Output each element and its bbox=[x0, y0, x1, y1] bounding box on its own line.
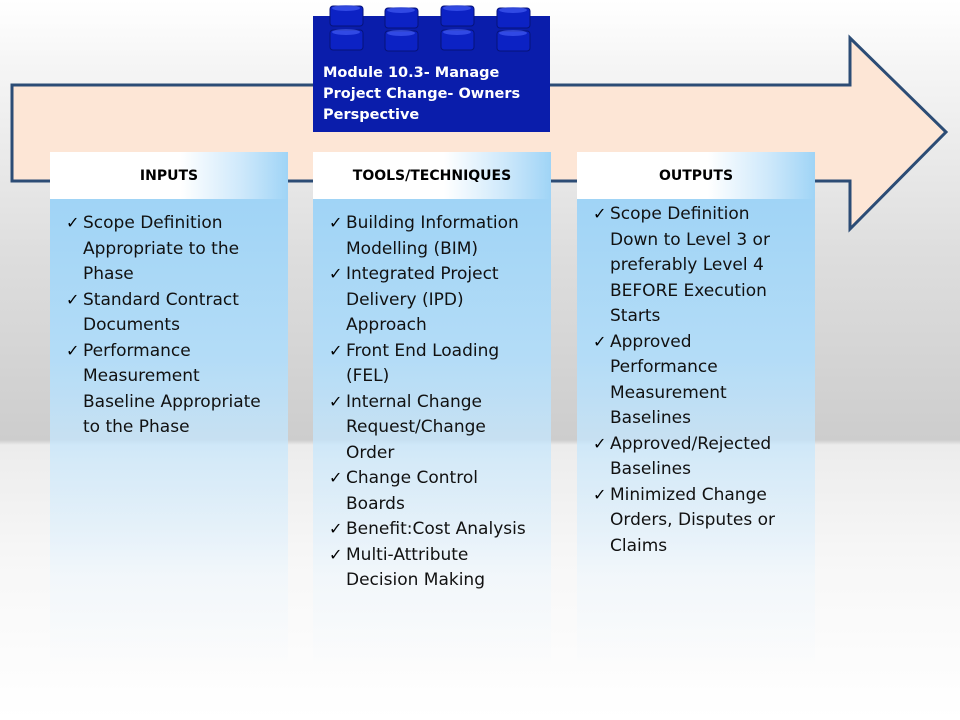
list-item-line: Baselines bbox=[610, 408, 691, 428]
list-item-line: Baseline Appropriate bbox=[83, 391, 261, 412]
list-item-line: Approach bbox=[346, 315, 427, 335]
check-icon: ✓ bbox=[66, 213, 80, 232]
check-icon: ✓ bbox=[329, 213, 343, 232]
list-item-line: Performance bbox=[83, 340, 191, 361]
list-item-line: Starts bbox=[610, 306, 661, 326]
check-icon: ✓ bbox=[329, 519, 343, 538]
inputs-header: INPUTS bbox=[50, 152, 288, 199]
list-item-line: Approved/Rejected bbox=[610, 433, 772, 454]
check-icon: ✓ bbox=[593, 433, 607, 453]
check-icon: ✓ bbox=[593, 331, 607, 351]
list-item-line: Scope Definition bbox=[610, 204, 750, 224]
list-item: ✓Front End Loading (FEL) bbox=[329, 339, 551, 390]
list-item-line: to the Phase bbox=[83, 417, 190, 437]
list-item-line: Boards bbox=[346, 493, 405, 514]
list-item-line: preferably Level 4 bbox=[610, 255, 764, 275]
check-icon: ✓ bbox=[329, 264, 343, 283]
check-icon: ✓ bbox=[329, 544, 343, 564]
lego-brick-icon bbox=[313, 5, 550, 60]
list-item-line: Front End Loading bbox=[346, 340, 500, 361]
tools-techniques-header: TOOLS/TECHNIQUES bbox=[313, 152, 551, 199]
list-item-line: Building Information bbox=[346, 213, 519, 233]
list-item-line: Modelling (BIM) bbox=[346, 238, 479, 259]
list-item-line: Minimized Change bbox=[610, 484, 767, 505]
check-icon: ✓ bbox=[593, 204, 607, 223]
list-item-line: Performance bbox=[610, 357, 718, 377]
list-item-line: Standard Contract bbox=[83, 289, 239, 310]
list-item-line: Multi-Attribute bbox=[346, 544, 469, 565]
list-item-line: Measurement bbox=[610, 382, 727, 403]
list-item-line: Change Control bbox=[346, 468, 478, 488]
list-item-line: Integrated Project bbox=[346, 264, 499, 284]
list-item-line: Orders, Disputes or bbox=[610, 510, 775, 530]
list-item-line: Benefit:Cost Analysis bbox=[346, 519, 526, 539]
list-item-line: Internal Change bbox=[346, 391, 483, 412]
list-item-line: Appropriate to the bbox=[83, 238, 240, 259]
list-item-line: Approved bbox=[610, 331, 692, 352]
module-title: Module 10.3- Manage Project Change- Owne… bbox=[313, 56, 550, 132]
check-icon: ✓ bbox=[66, 289, 80, 309]
module-title-line: Project Change- Owners bbox=[323, 86, 521, 102]
list-item-line: Claims bbox=[610, 535, 668, 556]
list-item-line: Measurement bbox=[83, 366, 200, 386]
check-icon: ✓ bbox=[329, 391, 343, 411]
list-item-line: Down to Level 3 or bbox=[610, 229, 770, 250]
outputs-header: OUTPUTS bbox=[577, 152, 815, 199]
list-item-line: Request/Change bbox=[346, 417, 486, 437]
check-icon: ✓ bbox=[66, 340, 80, 360]
list-item-line: Order bbox=[346, 442, 395, 463]
check-icon: ✓ bbox=[329, 340, 343, 360]
list-item-line: BEFORE Execution bbox=[610, 280, 767, 301]
list-item-line: Decision Making bbox=[346, 570, 485, 590]
list-item-line: Phase bbox=[83, 264, 134, 284]
list-item-line: Scope Definition bbox=[83, 213, 223, 233]
list-item-line: Delivery (IPD) bbox=[346, 289, 464, 310]
check-icon: ✓ bbox=[329, 468, 343, 487]
check-icon: ✓ bbox=[593, 484, 607, 504]
list-item-line: Baselines bbox=[610, 459, 691, 479]
module-title-line: Module 10.3- Manage bbox=[323, 65, 500, 81]
list-item-line: Documents bbox=[83, 315, 180, 335]
module-title-line: Perspective bbox=[323, 107, 420, 123]
list-item-line: (FEL) bbox=[346, 366, 390, 386]
list-item: ✓Benefit:Cost Analysis bbox=[329, 517, 551, 543]
